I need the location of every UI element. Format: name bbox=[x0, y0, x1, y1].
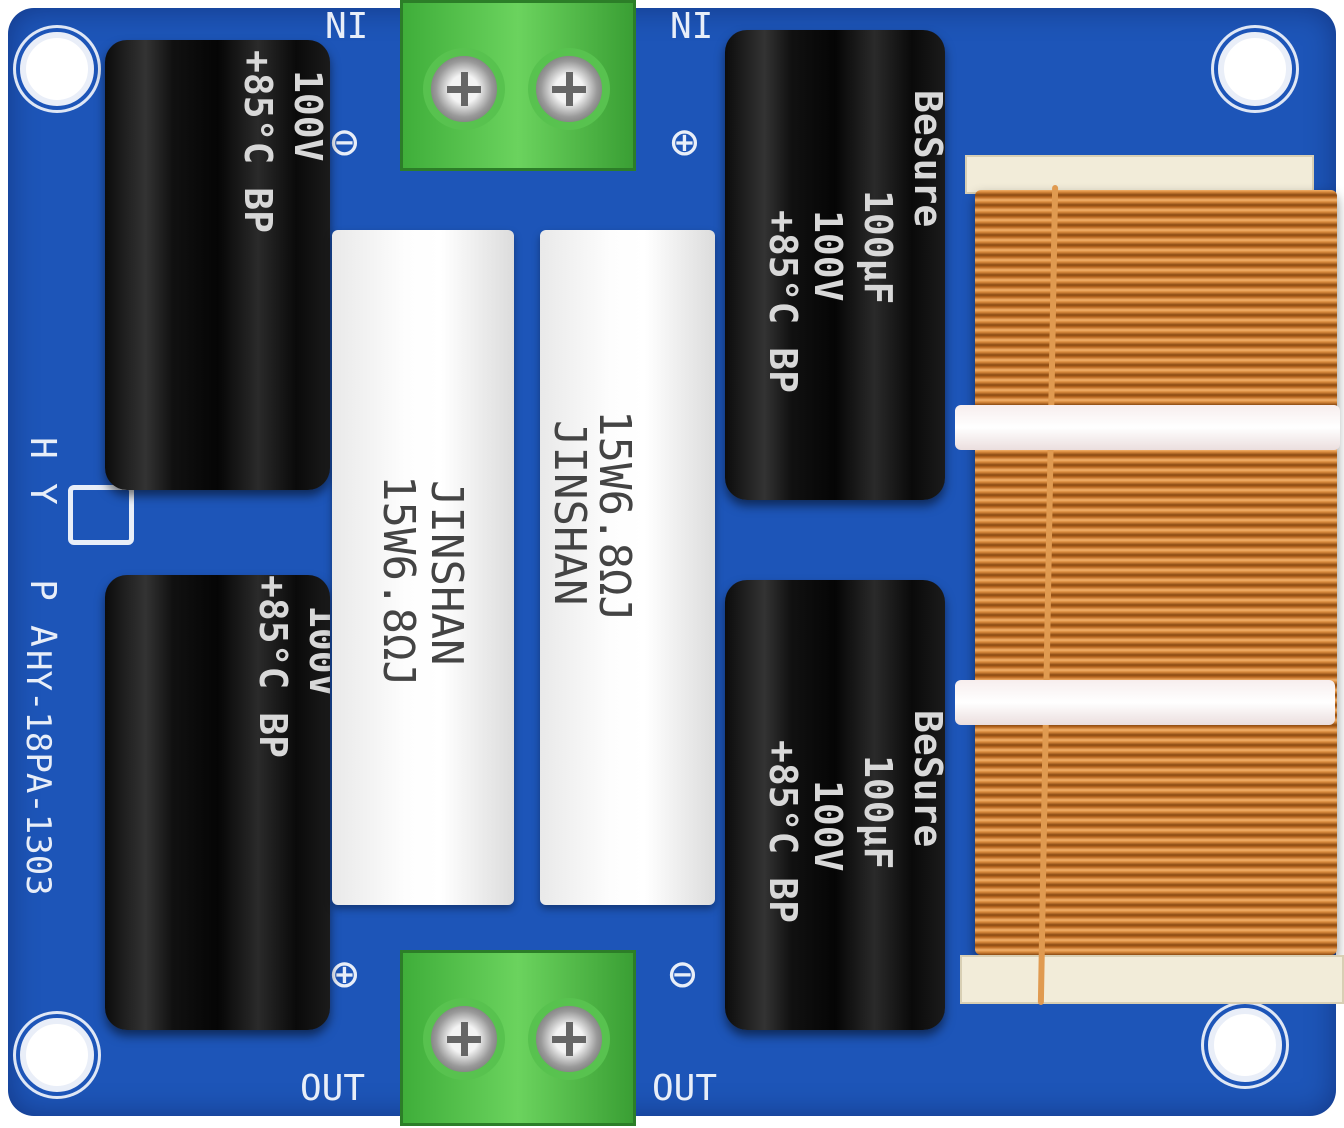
logo-icon bbox=[68, 485, 134, 545]
inductor-coil bbox=[975, 190, 1337, 955]
brand-letters: H Y P A bbox=[22, 425, 63, 659]
capacitor-voltage: 100V bbox=[806, 780, 850, 872]
screw-icon bbox=[423, 998, 505, 1080]
capacitor-brand: BeSure bbox=[906, 710, 945, 848]
output-terminal-block bbox=[400, 950, 636, 1126]
screw-icon bbox=[423, 48, 505, 130]
capacitor-rating: +85°C BP bbox=[236, 50, 280, 234]
input-label: NI bbox=[670, 6, 714, 47]
output-label: OUT bbox=[300, 1068, 366, 1109]
capacitor-rating: +85°C BP bbox=[761, 740, 805, 924]
cable-tie bbox=[955, 680, 1335, 725]
capacitor-voltage: 100V bbox=[806, 210, 850, 302]
input-label: NI bbox=[325, 6, 369, 47]
input-terminal-block bbox=[400, 0, 636, 171]
brand-letter: P bbox=[22, 579, 63, 601]
resistor: JINSHAN 15W6.8ΩJ bbox=[540, 230, 715, 905]
output-label: OUT bbox=[652, 1068, 718, 1109]
capacitor: BeSure 100µF 100V +85°C BP bbox=[725, 580, 945, 1030]
capacitor-rating: +85°C BP bbox=[761, 210, 805, 394]
capacitor-rating: +85°C BP bbox=[251, 575, 295, 759]
screw-icon bbox=[528, 998, 610, 1080]
capacitor: BeSure 100µF 100V +85°C BP bbox=[105, 40, 330, 490]
mounting-hole bbox=[1218, 32, 1292, 106]
capacitor: BeSure 100µF 100V +85°C BP bbox=[725, 30, 945, 500]
capacitor-voltage: 100V bbox=[286, 70, 330, 162]
plus-symbol: ⊕ bbox=[330, 946, 359, 1002]
resistor-value: 15W6.8ΩJ bbox=[589, 410, 640, 622]
brand-letter: Y bbox=[22, 483, 63, 505]
brand-letter: H bbox=[22, 437, 63, 459]
minus-symbol: ⊖ bbox=[668, 946, 697, 1002]
minus-symbol: ⊖ bbox=[330, 114, 359, 170]
bobbin-flange bbox=[960, 955, 1344, 1004]
mounting-hole bbox=[20, 1018, 94, 1092]
resistor-brand: JINSHAN bbox=[421, 480, 472, 666]
plus-symbol: ⊕ bbox=[670, 114, 699, 170]
capacitor-brand: BeSure bbox=[906, 90, 945, 228]
capacitor-voltage: 100V bbox=[301, 605, 330, 697]
resistor-value: 15W6.8ΩJ bbox=[373, 475, 424, 687]
bobbin-flange bbox=[965, 155, 1314, 194]
capacitor-capacitance: 100µF bbox=[856, 190, 900, 305]
capacitor: BeSure 100µF 100V +85°C BP bbox=[105, 575, 330, 1030]
cable-tie bbox=[955, 405, 1340, 450]
screw-icon bbox=[528, 48, 610, 130]
capacitor-capacitance: 100µF bbox=[856, 755, 900, 870]
mounting-hole bbox=[20, 32, 94, 106]
model-label: HY-18PA-1303 bbox=[18, 650, 58, 896]
resistor-brand: JINSHAN bbox=[544, 420, 595, 606]
resistor: JINSHAN 15W6.8ΩJ bbox=[332, 230, 514, 905]
mounting-hole bbox=[1208, 1008, 1282, 1082]
